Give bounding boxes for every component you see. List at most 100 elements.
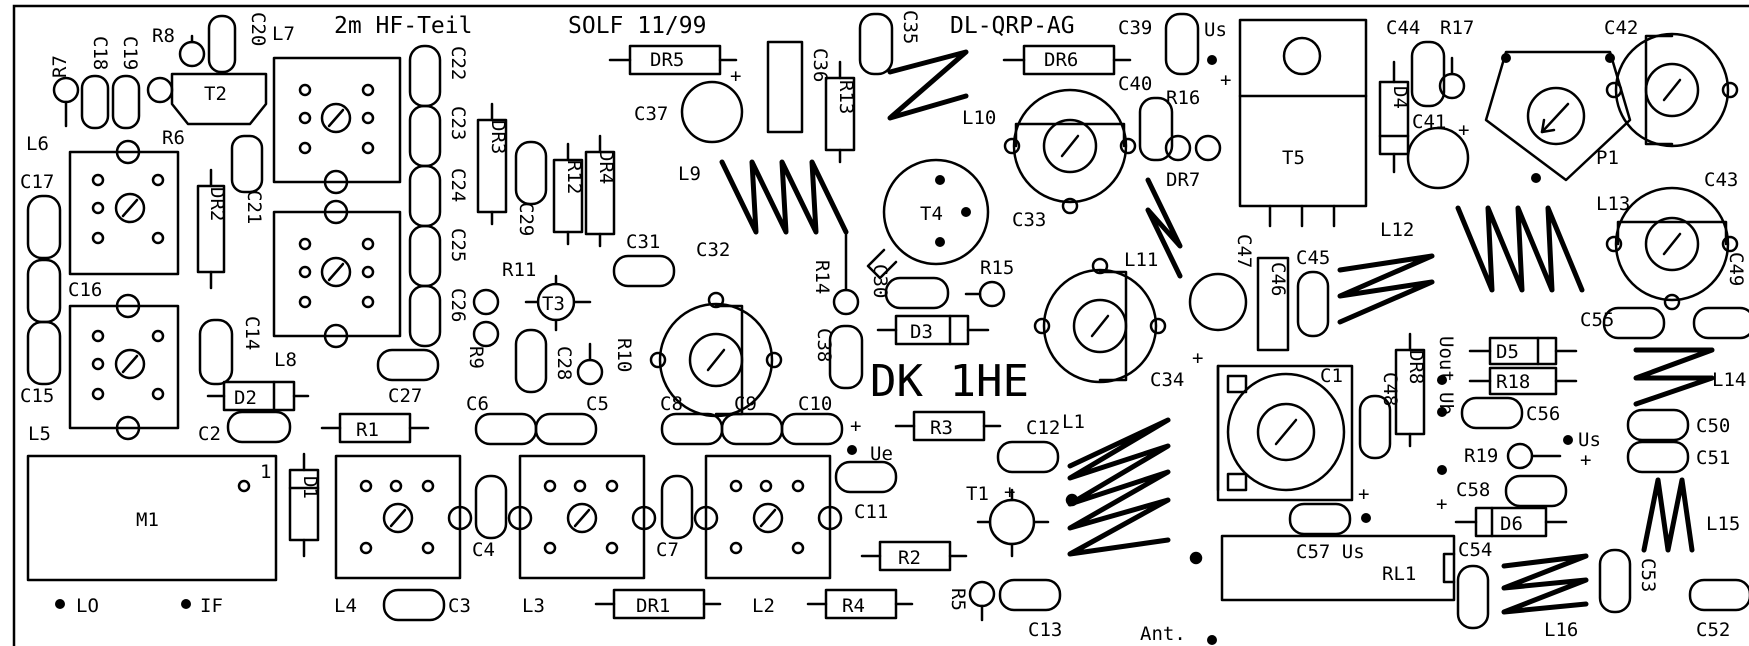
label-c50: C50 — [1696, 415, 1730, 437]
trimmer-c33 — [1003, 88, 1137, 215]
label-r17: R17 — [1440, 17, 1474, 39]
label-c17: C17 — [20, 171, 54, 193]
coil-l7 — [272, 56, 402, 184]
label-r19: R19 — [1464, 445, 1498, 467]
label-plus-us: + — [1220, 69, 1231, 91]
resistor-r15-body — [978, 280, 1006, 308]
label-c33: C33 — [1012, 209, 1046, 231]
coil-l5 — [68, 304, 180, 430]
label-c57us: C57 Us — [1296, 541, 1365, 563]
capacitor-c22 — [408, 44, 442, 108]
label-pin1: 1 — [260, 461, 271, 483]
capacitor-c24 — [408, 164, 442, 228]
capacitor-c15 — [26, 320, 62, 386]
label-c8: C8 — [660, 393, 683, 415]
coil-l8 — [272, 210, 402, 338]
label-l16: L16 — [1544, 619, 1578, 641]
label-c42: C42 — [1604, 17, 1638, 39]
label-c41: C41 — [1412, 111, 1446, 133]
label-dr5: DR5 — [650, 49, 684, 71]
label-t4: T4 — [920, 203, 943, 225]
label-r4: R4 — [842, 595, 865, 617]
label-l5: L5 — [28, 423, 51, 445]
title-text: 2m HF-Teil — [334, 13, 472, 39]
label-c34: C34 — [1150, 369, 1184, 391]
coil-l5-pins — [91, 329, 165, 401]
coil-l10 — [887, 49, 969, 121]
capacitor-c20 — [207, 14, 237, 74]
capacitor-c36 — [766, 40, 804, 134]
resistor-r10-body — [576, 358, 604, 386]
label-r14: R14 — [811, 260, 833, 294]
potentiometer-p1 — [1484, 50, 1632, 182]
label-r5: R5 — [947, 588, 969, 611]
label-l8: L8 — [274, 349, 297, 371]
capacitor-c13 — [998, 578, 1062, 612]
coil-l16 — [1501, 553, 1589, 615]
resistor-r14-body — [832, 288, 860, 316]
capacitor-c45 — [1296, 270, 1330, 338]
capacitor-c38 — [828, 324, 864, 390]
coil-l14 — [1633, 347, 1715, 407]
capacitor-c41 — [1406, 126, 1470, 190]
label-l7: L7 — [272, 23, 295, 45]
capacitor-c4 — [474, 474, 508, 540]
capacitor-c25 — [408, 224, 442, 288]
capacitor-c52 — [1688, 578, 1749, 612]
capacitor-c6 — [474, 412, 538, 446]
label-c3: C3 — [448, 595, 471, 617]
label-r13: R13 — [835, 80, 857, 114]
transistor-t5 — [1238, 18, 1368, 228]
label-c39: C39 — [1118, 17, 1152, 39]
label-dr6: DR6 — [1044, 49, 1078, 71]
label-t3: T3 — [542, 293, 565, 315]
label-plus-c34: + — [1192, 347, 1203, 369]
capacitor-c21 — [230, 134, 264, 194]
coil-l12 — [1337, 253, 1435, 325]
marker-dots — [55, 53, 1615, 645]
label-r8: R8 — [152, 25, 175, 47]
resistor-r8-body — [178, 40, 206, 68]
label-r7: R7 — [49, 55, 71, 78]
label-c6: C6 — [466, 393, 489, 415]
trimmer-c1 — [1216, 364, 1354, 502]
label-dr8: DR8 — [1405, 350, 1427, 384]
label-c30: C30 — [869, 264, 891, 298]
label-l6: L6 — [26, 133, 49, 155]
coil-l9 — [719, 159, 849, 235]
relay-rl1 — [1220, 534, 1456, 602]
label-r3: R3 — [930, 417, 953, 439]
resistor-r5-body — [968, 580, 996, 608]
resistor-r7-body — [52, 76, 80, 104]
label-l14: L14 — [1712, 369, 1746, 391]
label-c7: C7 — [656, 539, 679, 561]
label-r9: R9 — [465, 346, 487, 369]
capacitor-c53 — [1598, 548, 1632, 614]
transistor-t4 — [866, 158, 990, 280]
trimmer-c43 — [1605, 186, 1739, 311]
resistor-r6-body — [146, 76, 174, 104]
choke-dr7-body — [1194, 134, 1222, 162]
capacitor-c11 — [834, 460, 898, 494]
label-t5: T5 — [1282, 147, 1305, 169]
label-l9: L9 — [678, 163, 701, 185]
label-c15: C15 — [20, 385, 54, 407]
capacitor-c40 — [1138, 96, 1174, 162]
label-c26: C26 — [447, 288, 469, 322]
label-d2: D2 — [234, 387, 257, 409]
capacitor-c10 — [780, 412, 844, 446]
label-l4: L4 — [334, 595, 357, 617]
resistor-r11-body — [472, 288, 500, 316]
transistor-t1 — [988, 498, 1036, 546]
label-dr3: DR3 — [487, 120, 509, 154]
capacitor-c3 — [382, 588, 446, 622]
label-c27: C27 — [388, 385, 422, 407]
capacitor-c27 — [376, 348, 440, 382]
label-c25: C25 — [447, 228, 469, 262]
label-c5: C5 — [586, 393, 609, 415]
coil-l8-pins — [298, 237, 375, 309]
label-c53: C53 — [1637, 558, 1659, 592]
label-c9: C9 — [734, 393, 757, 415]
label-c49: C49 — [1725, 252, 1747, 286]
resistor-r16-body — [1164, 134, 1192, 162]
